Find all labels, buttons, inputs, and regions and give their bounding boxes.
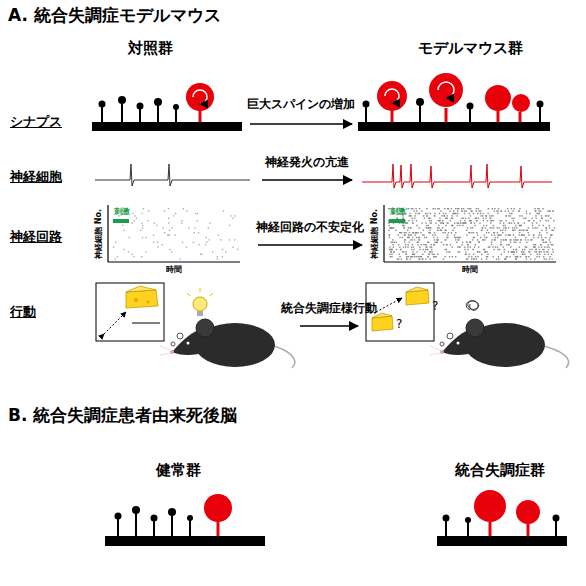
row-label: シナプス bbox=[10, 115, 62, 130]
dendrite-model bbox=[358, 73, 550, 131]
axis-label: 神経細胞 No. bbox=[370, 209, 379, 259]
axis-label: 時間 bbox=[462, 265, 478, 274]
transition-label: 神経回路の不安定化 bbox=[256, 221, 364, 235]
stimulus-label: 刺激 bbox=[390, 207, 406, 216]
section-heading: B. 統合失調症患者由来死後脳 bbox=[8, 406, 237, 426]
raster-control bbox=[108, 205, 240, 262]
group-header: 対照群 bbox=[128, 40, 173, 57]
question-mark: ? bbox=[396, 318, 402, 332]
axis-label: 時間 bbox=[166, 265, 182, 274]
stimulus-label: 刺激 bbox=[114, 207, 130, 216]
group-header: 統合失調症群 bbox=[455, 462, 545, 479]
question-mark: ? bbox=[432, 300, 438, 314]
dendrite-healthy bbox=[105, 494, 265, 546]
mouse-control bbox=[160, 319, 295, 368]
spike-trace-control bbox=[95, 164, 250, 186]
section-heading: A. 統合失調症モデルマウス bbox=[8, 6, 221, 26]
transition-label: 神経発火の亢進 bbox=[265, 156, 349, 170]
dendrite-control bbox=[92, 83, 242, 131]
row-label: 行動 bbox=[10, 305, 36, 320]
spike-trace-model bbox=[362, 164, 552, 188]
transition-label: 巨大スパインの増加 bbox=[247, 98, 355, 112]
group-header: 健常群 bbox=[156, 462, 201, 479]
mouse-model bbox=[430, 319, 569, 368]
dendrite-schizophrenia bbox=[437, 490, 567, 546]
raster-model bbox=[384, 205, 556, 262]
row-label: 神経細胞 bbox=[10, 170, 62, 185]
axis-label: 神経細胞 No. bbox=[94, 209, 103, 259]
row-label: 神経回路 bbox=[10, 230, 62, 245]
group-header: モデルマウス群 bbox=[418, 40, 523, 57]
transition-label: 統合失調症様行動 bbox=[281, 302, 377, 316]
